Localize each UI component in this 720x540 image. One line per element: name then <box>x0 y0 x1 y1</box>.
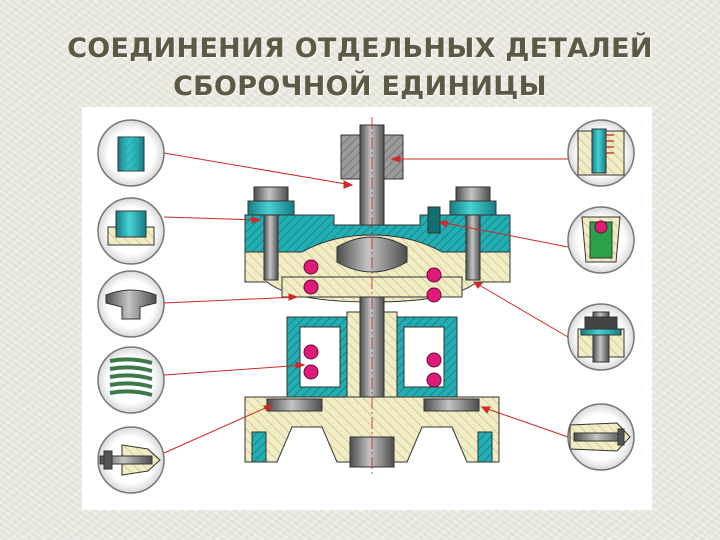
spring-ball <box>426 372 442 388</box>
assembly-drawing-panel <box>82 107 652 510</box>
left-bolt-head <box>253 186 289 202</box>
leader-lines <box>163 152 569 454</box>
bolt-nut-detail <box>97 426 165 494</box>
split-pin-detail <box>567 403 635 471</box>
assembly-drawing <box>97 117 635 494</box>
right-pin <box>423 398 480 412</box>
base-foot-left <box>251 431 267 463</box>
right-bolt-head <box>455 186 491 202</box>
spring-detail <box>97 346 165 414</box>
left-pin <box>266 398 323 412</box>
base <box>244 396 500 463</box>
spring-ball <box>426 287 442 303</box>
slide-title: СОЕДИНЕНИЯ ОТДЕЛЬНЫХ ДЕТАЛЕЙ СБОРОЧНОЙ Е… <box>0 30 720 106</box>
spring-ball <box>426 267 442 283</box>
spring-ball <box>303 279 319 295</box>
left-washer <box>247 200 295 216</box>
screw-detail <box>567 119 635 187</box>
stud-nut-detail <box>567 303 635 371</box>
central-assembly <box>244 117 511 477</box>
spherical-head <box>336 236 408 273</box>
bushing-detail <box>97 197 165 265</box>
right-bolt-shank <box>465 214 481 281</box>
left-bolt-shank <box>263 214 279 281</box>
small-stud <box>427 206 441 234</box>
right-washer <box>449 200 497 216</box>
slide-title-line-2: СБОРОЧНОЙ ЕДИНИЦЫ <box>173 71 547 102</box>
rivet-detail <box>97 270 165 338</box>
right-details <box>567 119 635 471</box>
spring-ball <box>303 364 319 380</box>
slide-title-line-1: СОЕДИНЕНИЯ ОТДЕЛЬНЫХ ДЕТАЛЕЙ <box>67 33 653 64</box>
cylindrical-pin-detail <box>97 119 165 187</box>
spring-ball <box>426 352 442 368</box>
base-foot-right <box>477 431 493 463</box>
spring-ball <box>303 259 319 275</box>
left-details <box>97 119 165 494</box>
ball-spring-detail <box>567 206 635 274</box>
spring-ball <box>303 344 319 360</box>
